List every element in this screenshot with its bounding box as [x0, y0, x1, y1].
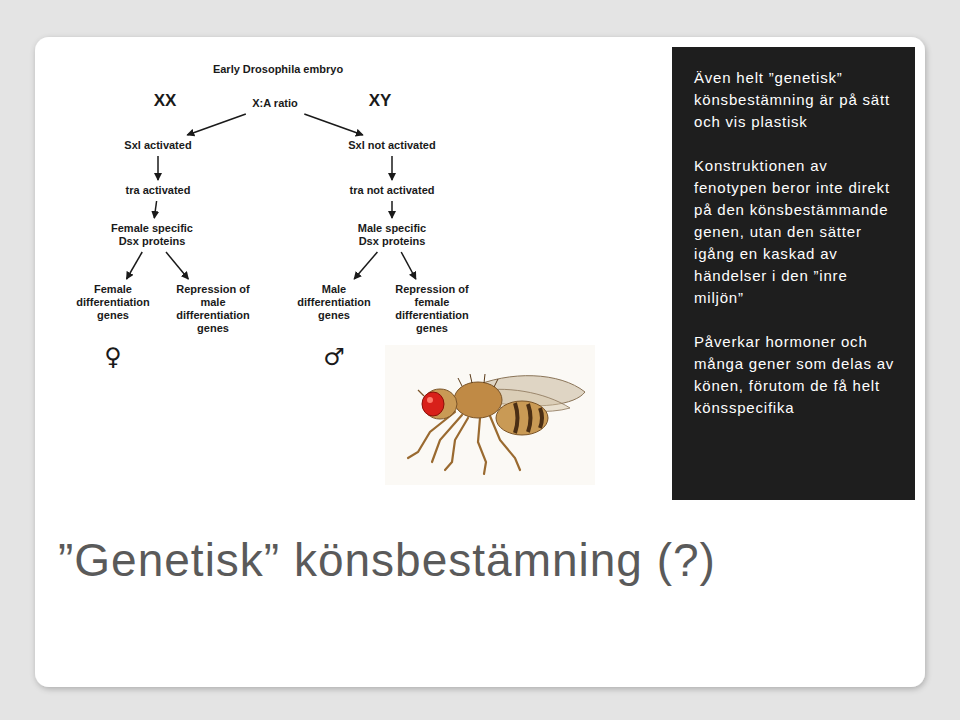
step-text: Sxl activated — [110, 139, 206, 152]
cascade-arrow — [187, 114, 246, 135]
step-text: Repression of female differentiation gen… — [389, 283, 475, 335]
sex-symbol: ♀ — [104, 343, 122, 372]
cascade-step: Male differentiation genes — [289, 282, 379, 323]
diagram-heading: Early Drosophila embryo — [213, 63, 343, 76]
panel-paragraph: Konstruktionen av fenotypen beror inte d… — [694, 155, 897, 309]
cascade-step: tra activated — [108, 183, 208, 198]
cascade-arrow — [304, 114, 363, 135]
text-panel: Även helt ”genetisk” könsbestämning är p… — [672, 47, 915, 500]
slide-title: ”Genetisk” könsbestämning (?) — [58, 532, 716, 588]
cascade-step: Sxl activated — [108, 138, 208, 153]
cascade-step: Repression of female differentiation gen… — [387, 282, 477, 336]
step-text: Female specific Dsx proteins — [107, 222, 197, 248]
cascade-step: Sxl not activated — [332, 138, 452, 153]
step-text: Male differentiation genes — [291, 283, 377, 322]
cascade-step: Female specific Dsx proteins — [105, 221, 199, 249]
cascade-step: tra not activated — [332, 183, 452, 198]
step-text: Repression of male differentiation genes — [170, 283, 256, 335]
cascade-arrow — [127, 252, 143, 279]
cascade-arrow — [157, 156, 159, 180]
cascade-step: Female differentiation genes — [68, 282, 158, 323]
step-text: X:A ratio — [246, 97, 304, 110]
panel-paragraph: Även helt ”genetisk” könsbestämning är p… — [694, 67, 897, 133]
panel-paragraph: Påverkar hormoner och många gener som de… — [694, 331, 897, 419]
cascade-step: X:A ratio — [244, 96, 306, 111]
step-text: tra not activated — [334, 184, 450, 197]
cascade-step: Repression of male differentiation genes — [168, 282, 258, 336]
step-text: Sxl not activated — [334, 139, 450, 152]
cascade-step: Male specific Dsx proteins — [345, 221, 439, 249]
genotype-label: XY — [369, 91, 392, 111]
step-text: tra activated — [110, 184, 206, 197]
genotype-label: XX — [154, 91, 177, 111]
fly-illustration — [385, 345, 595, 485]
white-panel — [35, 37, 925, 687]
cascade-arrow — [354, 252, 377, 279]
sex-symbol: ♂ — [323, 343, 345, 372]
cascade-arrow — [166, 252, 188, 279]
step-text: Male specific Dsx proteins — [347, 222, 437, 248]
cascade-arrow — [391, 156, 393, 180]
cascade-arrow — [154, 201, 156, 218]
cascade-arrow — [401, 252, 416, 279]
step-text: Female differentiation genes — [70, 283, 156, 322]
cascade-arrow — [391, 201, 393, 218]
